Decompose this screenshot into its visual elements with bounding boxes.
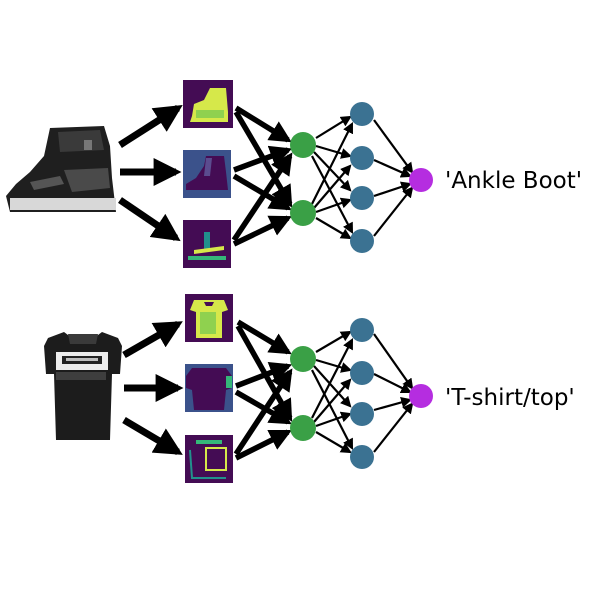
output-label-ankle-boot: 'Ankle Boot' [445,168,582,194]
hidden-layer-2 [350,102,374,253]
hidden-node [290,346,316,372]
ankle-boot-icon [6,126,116,212]
hidden-node [350,186,374,210]
example-ankle-boot: 'Ankle Boot' [6,80,582,268]
example-t-shirt: 'T-shirt/top' [44,294,575,483]
boot-feature-map-3-icon [183,220,231,268]
hidden-node [350,402,374,426]
output-label-t-shirt: 'T-shirt/top' [445,385,575,411]
hidden-node [350,361,374,385]
hidden-node [350,229,374,253]
shirt-feature-map-2-icon [185,364,233,412]
hidden-layer-2 [350,318,374,469]
hidden-node [290,200,316,226]
boot-feature-map-1-icon [183,80,233,128]
hidden-node [350,318,374,342]
hidden-layer-1 [290,346,316,441]
hidden-node [290,415,316,441]
hidden-node [350,146,374,170]
output-node [409,384,433,408]
shirt-feature-map-1-icon [185,294,233,342]
hidden-node [350,445,374,469]
boot-feature-map-2-icon [183,150,231,198]
output-node [409,168,433,192]
hidden-layer-1 [290,132,316,226]
shirt-feature-map-3-icon [185,435,233,483]
hidden-node [290,132,316,158]
t-shirt-icon [44,332,122,440]
hidden-node [350,102,374,126]
